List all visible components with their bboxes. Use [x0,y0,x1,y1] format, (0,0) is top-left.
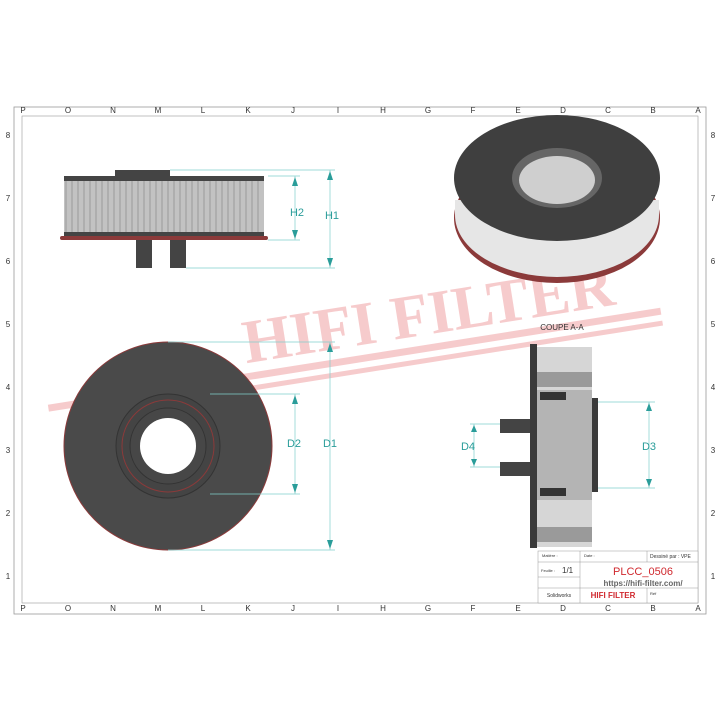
grid-column-label: L [201,604,206,613]
grid-column-label: C [605,106,611,115]
grid-column-label: G [425,106,431,115]
grid-row-label: 4 [711,383,716,392]
grid-column-label: O [65,106,71,115]
grid-column-label: A [695,604,701,613]
material-label: Matière : [542,553,558,558]
grid-row-label: 7 [711,194,716,203]
grid-column-label: B [650,604,655,613]
grid-column-label: N [110,106,116,115]
isometric-view [454,115,660,283]
grid-row-label: 8 [6,131,11,140]
grid-column-label: K [245,106,251,115]
grid-column-label: I [337,604,339,613]
grid-column-label: E [515,106,520,115]
drawn-by: Dessiné par : VPE [650,554,692,560]
part-number: PLCC_0506 [613,566,673,578]
grid-row-label: 7 [6,194,11,203]
title-block: Matière : Date : Dessiné par : VPE Feuil… [537,550,699,604]
grid-column-label: H [380,106,386,115]
section-title: COUPE A-A [540,323,584,332]
inner-frame [21,115,699,604]
grid-column-label: I [337,106,339,115]
grid-column-label: D [560,604,566,613]
grid-row-label: 3 [6,446,11,455]
h2-label: H2 [290,207,304,219]
software-label: Solidworks [547,593,572,599]
grid-column-label: K [245,604,251,613]
grid-column-label: J [291,604,295,613]
grid-column-label: H [380,604,386,613]
date-label: Date : [584,553,595,558]
sheet-value: 1/1 [562,566,574,575]
grid-column-label: L [201,106,206,115]
grid-row-label: 5 [711,320,716,329]
grid-row-label: 2 [6,509,11,518]
grid-column-label: F [471,106,476,115]
grid-column-label: E [515,604,520,613]
grid-labels: P P O O N N M M L L K K J J I I H H G G F F E E D D C C B B A A 8 8 7 7 6 6 5 5… [6,106,716,613]
section-view: COUPE A-A D4 D3 [461,323,656,548]
grid-row-label: 6 [6,257,11,266]
grid-column-label: N [110,604,116,613]
d3-label: D3 [642,441,656,453]
grid-row-label: 6 [711,257,716,266]
grid-row-label: 1 [711,572,716,581]
grid-column-label: G [425,604,431,613]
grid-column-label: M [155,106,162,115]
grid-row-label: 2 [711,509,716,518]
grid-column-label: P [20,604,25,613]
grid-column-label: O [65,604,71,613]
grid-column-label: M [155,604,162,613]
front-view: D2 D1 [63,341,337,551]
brand-label: HIFI FILTER [591,591,636,600]
grid-row-label: 8 [711,131,716,140]
h1-label: H1 [325,210,339,222]
grid-row-label: 4 [6,383,11,392]
grid-column-label: C [605,604,611,613]
d1-label: D1 [323,438,337,450]
grid-row-label: 1 [6,572,11,581]
sheet-label: Feuille : [541,568,555,573]
ref-label: Réf [650,591,657,596]
grid-column-label: P [20,106,25,115]
grid-column-label: D [560,106,566,115]
grid-row-label: 3 [711,446,716,455]
grid-row-label: 5 [6,320,11,329]
d2-label: D2 [287,438,301,450]
outer-frame [13,106,707,615]
d4-label: D4 [461,441,475,453]
grid-column-label: J [291,106,295,115]
website-url: https://hifi-filter.com/ [603,579,683,588]
side-view: H2 H1 [60,169,339,269]
grid-column-label: B [650,106,655,115]
grid-column-label: F [471,604,476,613]
grid-column-label: A [695,106,701,115]
